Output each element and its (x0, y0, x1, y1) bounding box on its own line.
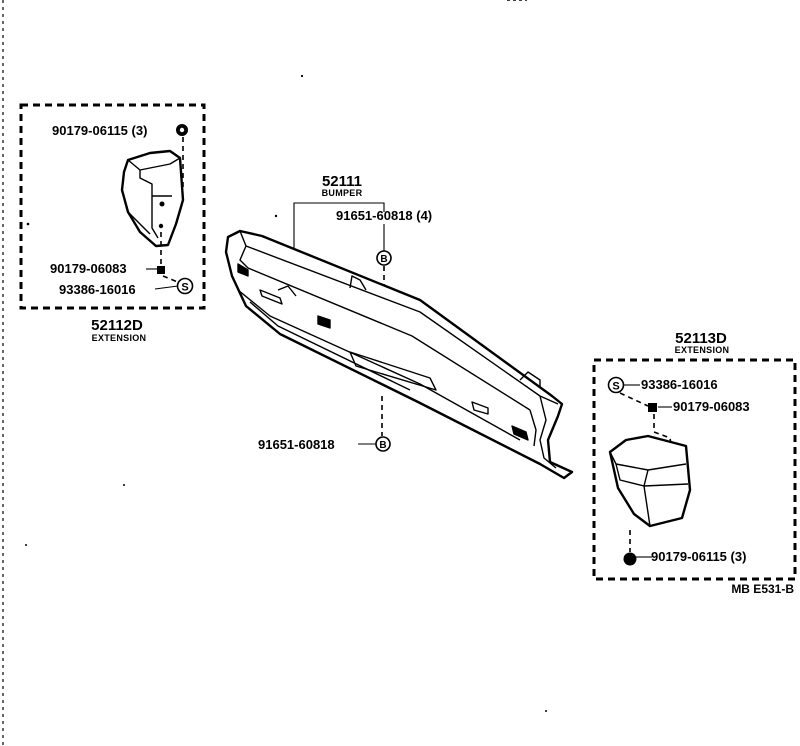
left-extension-number: 52112D (91, 317, 143, 334)
svg-text:B: B (379, 440, 386, 451)
right-extension-part (608, 434, 692, 528)
left-extension-part (120, 149, 185, 248)
svg-text:B: B (380, 254, 387, 265)
left-spacer-icon: S (176, 277, 194, 295)
bumper-bolt-bottom-label: 91651-60818 (258, 437, 335, 452)
svg-text:S: S (181, 282, 188, 294)
left-screw-top-label: 90179-06115 (3) (52, 123, 147, 138)
figure-code: MB E531-B (731, 582, 794, 596)
right-extension-number: 52113D (675, 330, 727, 347)
bumper-part (224, 229, 574, 480)
left-screw-top-icon (176, 124, 188, 136)
right-extension-group-box (592, 358, 797, 581)
bumper-bolt-top-icon: B (376, 250, 392, 266)
right-screw-bottom-icon (623, 552, 637, 566)
bumper-number: 52111 (322, 173, 362, 190)
left-extension-name: EXTENSION (92, 333, 147, 343)
svg-text:S: S (612, 381, 619, 393)
right-nut-icon (648, 403, 657, 412)
right-spacer-icon: S (607, 376, 625, 394)
bumper-bolt-top-label: 91651-60818 (4) (336, 208, 432, 223)
bumper-name: BUMPER (322, 188, 363, 198)
scan-specks (25, 74, 547, 712)
left-spacer-label: 93386-16016 (59, 282, 136, 297)
right-spacer-label: 93386-16016 (641, 377, 718, 392)
left-nut-icon (157, 266, 165, 274)
bumper-bolt-bottom-icon: B (375, 436, 391, 452)
right-screw-bottom-label: 90179-06115 (3) (651, 549, 746, 564)
right-extension-name: EXTENSION (675, 345, 730, 355)
right-nut-label: 90179-06083 (673, 399, 750, 414)
left-nut-label: 90179-06083 (50, 261, 127, 276)
